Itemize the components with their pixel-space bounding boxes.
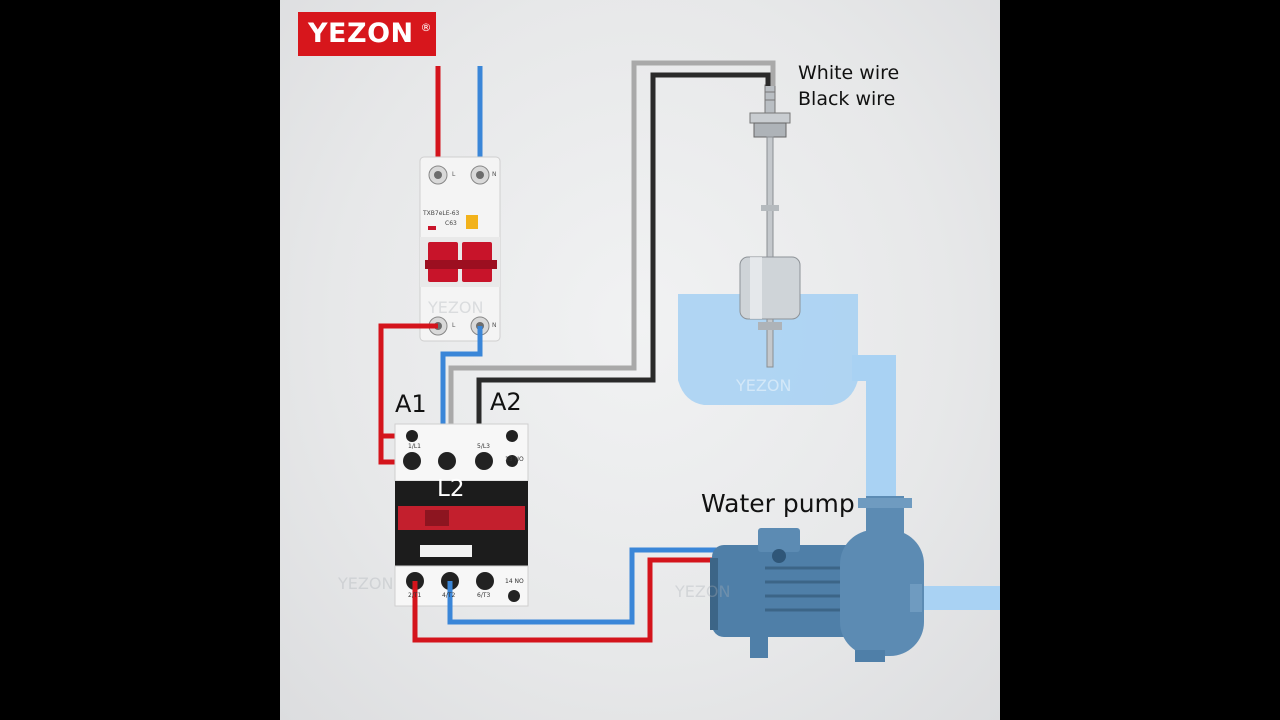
contactor-terminal-4-label: 4/T2 (442, 592, 456, 599)
watermark-pump: YEZON (675, 582, 731, 601)
breaker-bottom-n-label: N (492, 322, 497, 329)
contactor-terminal-13-label: 13 NO (505, 456, 524, 463)
label-white-wire: White wire (798, 62, 900, 84)
breaker-rating-label: C63 (445, 220, 457, 227)
neutral-contactor-to-pump-wire (447, 547, 778, 625)
breaker-bottom-l-label: L (452, 322, 456, 329)
diagram-canvas: YEZON ® White wire Black wire Water pump… (280, 0, 1000, 720)
contactor-terminal-1-label: 1/L1 (408, 443, 421, 450)
water-pump (710, 496, 924, 662)
watermark-breaker: YEZON (428, 298, 484, 317)
brand-logo-text: YEZON (308, 18, 414, 49)
live-contactor-to-pump-wire (412, 557, 778, 643)
water-pipe-outlet (912, 586, 1000, 610)
registered-mark: ® (420, 21, 432, 34)
black-wire (476, 72, 771, 436)
wiring-diagram (378, 60, 1000, 662)
float-switch (739, 84, 801, 368)
label-a1: A1 (395, 390, 427, 418)
breaker-model-label: TXB7eLE-63 (423, 210, 460, 217)
label-water-pump: Water pump (701, 489, 855, 518)
breaker-top-n-label: N (492, 171, 497, 178)
contactor-terminal-6-label: 6/T3 (477, 592, 491, 599)
label-l2: L2 (437, 476, 465, 502)
contactor-terminal-2-label: 2/T1 (408, 592, 422, 599)
label-a2: A2 (490, 388, 522, 416)
circuit-breaker (419, 156, 501, 342)
label-black-wire: Black wire (798, 88, 896, 110)
white-wire (448, 60, 776, 430)
brand-logo: YEZON ® (298, 12, 436, 56)
breaker-top-l-label: L (452, 171, 456, 178)
watermark-contactor: YEZON (338, 574, 394, 593)
contactor-terminal-3-label: 5/L3 (477, 443, 490, 450)
watermark-tank: YEZON (736, 376, 792, 395)
contactor-terminal-14-label: 14 NO (505, 578, 524, 585)
water-pipe-tank-link (852, 355, 896, 381)
neutral-breaker-to-contactor-wire (440, 326, 483, 462)
